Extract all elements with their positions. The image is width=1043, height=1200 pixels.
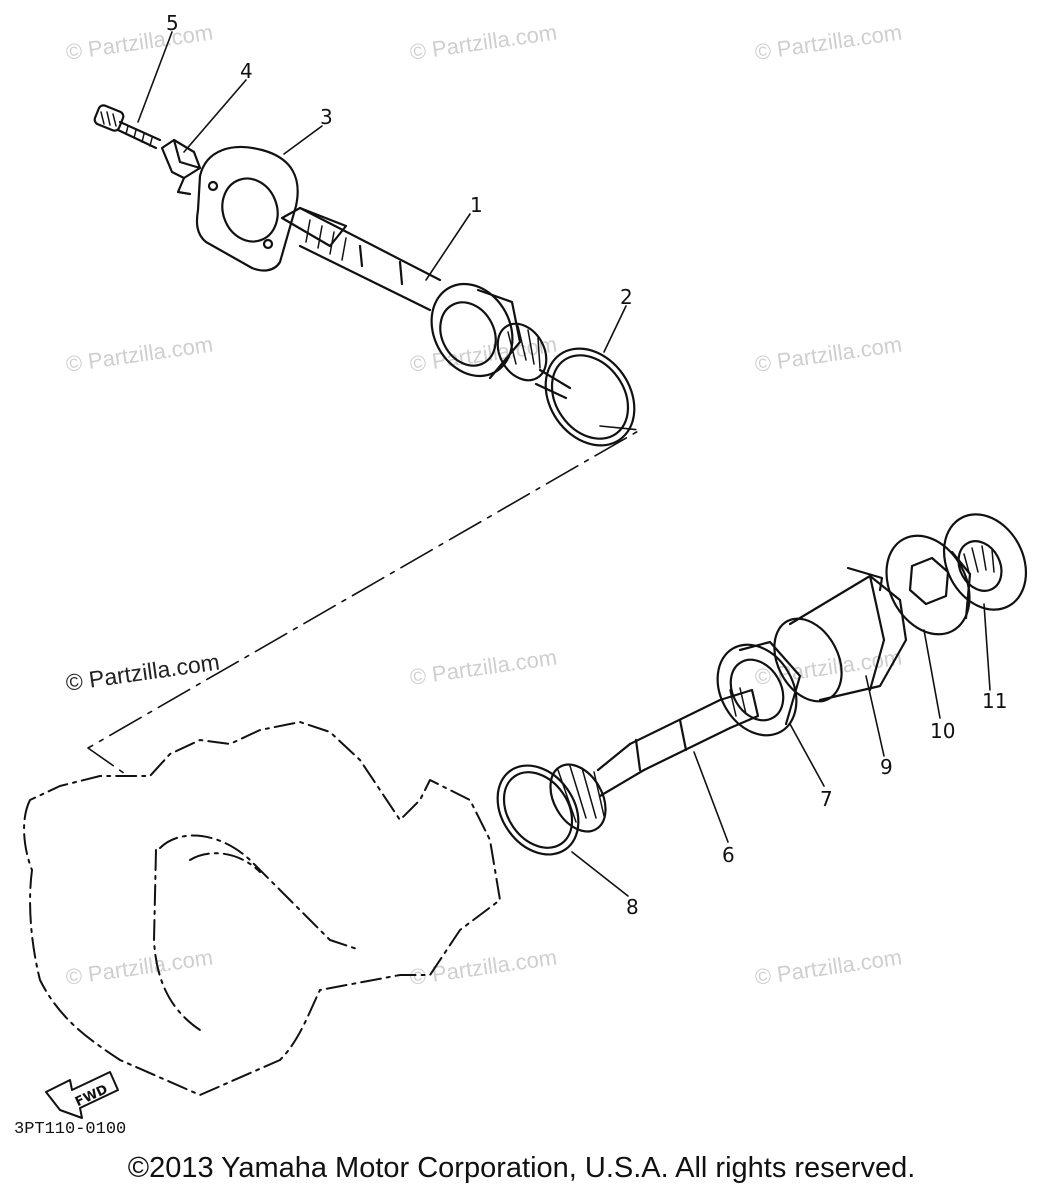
part-1-shaft bbox=[280, 206, 572, 400]
callout-labels: 5 4 3 1 2 11 10 9 7 6 8 FWD bbox=[73, 11, 1007, 1110]
leader-lines bbox=[137, 31, 991, 897]
part-5-screw bbox=[93, 104, 162, 150]
callout-5: 5 bbox=[166, 11, 179, 35]
callout-10: 10 bbox=[930, 719, 955, 743]
callout-11: 11 bbox=[982, 689, 1007, 713]
copyright-notice: ©2013 Yamaha Motor Corporation, U.S.A. A… bbox=[127, 1152, 916, 1184]
part-9-sleeve bbox=[773, 566, 908, 703]
callout-3: 3 bbox=[320, 105, 333, 129]
part-4-stopper bbox=[160, 138, 202, 196]
callout-8: 8 bbox=[626, 895, 639, 919]
callout-7: 7 bbox=[820, 787, 833, 811]
fwd-arrow bbox=[45, 1071, 119, 1119]
part-2-shim bbox=[544, 347, 636, 447]
part-11-seal bbox=[942, 513, 1028, 611]
callout-2: 2 bbox=[620, 285, 633, 309]
part-7-bearing bbox=[716, 640, 802, 737]
callout-1: 1 bbox=[470, 193, 483, 217]
part-3-plate bbox=[195, 146, 299, 272]
callout-4: 4 bbox=[240, 59, 253, 83]
part-8-shim bbox=[496, 764, 580, 856]
engine-case bbox=[23, 721, 501, 1096]
callout-6: 6 bbox=[722, 843, 735, 867]
part-6-shaft bbox=[549, 687, 760, 833]
callout-9: 9 bbox=[880, 755, 893, 779]
diagram-code: 3PT110-0100 bbox=[14, 1120, 127, 1139]
